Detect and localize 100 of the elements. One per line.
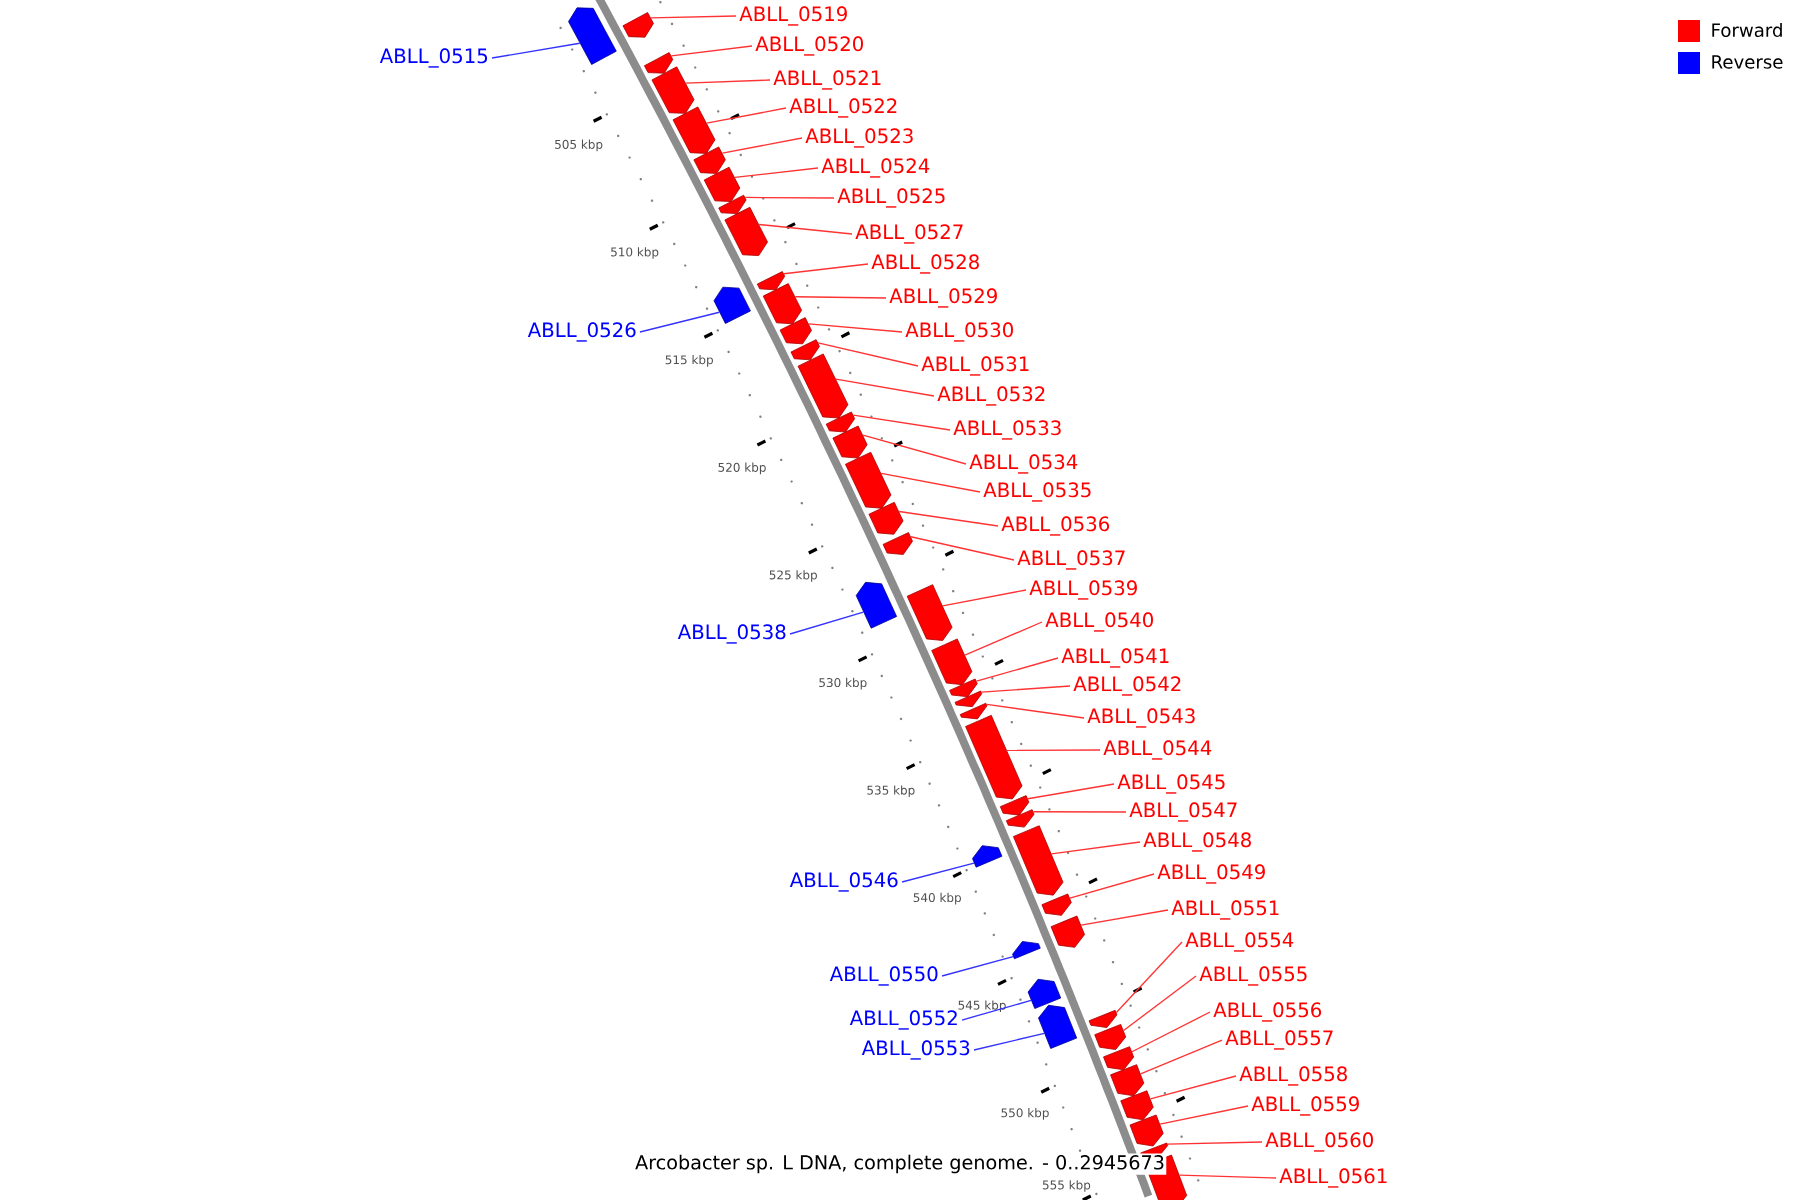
gene-label: ABLL_0531 <box>921 356 1029 376</box>
leader-line <box>808 323 903 333</box>
gene-block <box>906 584 953 641</box>
leader-line <box>817 342 919 367</box>
gene-label: ABLL_0541 <box>1061 648 1169 668</box>
leader-line <box>1159 1105 1249 1125</box>
leader-line <box>1167 1141 1263 1145</box>
gene-block <box>756 271 786 291</box>
gene-block <box>954 690 983 708</box>
gene-label: ABLL_0550 <box>829 966 938 986</box>
gene-block <box>797 353 849 419</box>
gene-label: ABLL_0519 <box>739 6 847 26</box>
gene-block <box>693 146 726 174</box>
gene-label: ABLL_0526 <box>527 322 636 342</box>
leader-line <box>1131 1011 1211 1053</box>
leader-line <box>973 1032 1045 1051</box>
leader-line <box>1080 909 1169 926</box>
gene-label: ABLL_0548 <box>1143 832 1251 852</box>
gene-block <box>845 451 892 509</box>
gene-block <box>959 702 988 720</box>
gene-label: ABLL_0557 <box>1225 1030 1333 1050</box>
leader-line <box>835 378 935 397</box>
leader-line <box>986 703 1085 719</box>
gene-label: ABLL_0535 <box>983 482 1091 502</box>
leader-line <box>910 536 1015 561</box>
gene-block <box>1103 1046 1135 1071</box>
leader-line <box>975 657 1059 682</box>
legend-label: Forward <box>1712 22 1782 37</box>
leader-line <box>880 472 981 493</box>
leader-line <box>650 15 737 19</box>
gene-block <box>882 532 913 555</box>
gene-block <box>672 106 716 154</box>
gene-label: ABLL_0520 <box>755 36 863 56</box>
gene-block <box>972 845 1003 868</box>
leader-line <box>961 999 1032 1021</box>
leader-line <box>1050 841 1141 855</box>
leader-line <box>1122 975 1197 1032</box>
leader-line <box>862 434 967 465</box>
gene-label: ABLL_0525 <box>837 188 945 208</box>
leader-line <box>706 107 787 124</box>
gene-block <box>724 206 768 256</box>
gene-label: ABLL_0546 <box>789 872 898 892</box>
gene-block <box>949 678 978 698</box>
gene-block <box>1005 809 1035 828</box>
legend-label: Reverse <box>1712 55 1783 69</box>
gene-label: ABLL_0524 <box>821 158 930 178</box>
leader-line <box>1149 1075 1237 1100</box>
leader-line <box>1178 1174 1277 1179</box>
gene-block <box>999 795 1030 816</box>
gene-block <box>1012 941 1041 960</box>
leader-line <box>852 414 951 431</box>
gene-label: ABLL_0542 <box>1073 676 1181 696</box>
gene-block <box>855 581 897 629</box>
leader-line <box>734 167 819 179</box>
gene-label: ABLL_0552 <box>849 1010 957 1030</box>
gene-label: ABLL_0551 <box>1171 900 1279 920</box>
gene-block <box>931 638 973 686</box>
gene-block <box>713 286 751 324</box>
caption: Arcobacter sp. L DNA, complete genome. - 0..2945673 <box>633 1153 1167 1175</box>
leader-line <box>1139 1039 1223 1075</box>
gene-block <box>651 66 695 114</box>
leader-line <box>685 79 771 84</box>
gene-block <box>1088 1009 1118 1028</box>
gene-block <box>1041 893 1072 916</box>
leader-line <box>1006 749 1101 752</box>
gene-block <box>965 714 1023 800</box>
gene-label: ABLL_0554 <box>1185 932 1294 952</box>
gene-label: ABLL_0528 <box>871 254 979 274</box>
gene-label: ABLL_0545 <box>1117 774 1225 794</box>
gene-label: ABLL_0555 <box>1199 966 1307 986</box>
leader-line <box>1027 783 1115 800</box>
gene-label: ABLL_0549 <box>1157 864 1265 884</box>
gene-label: ABLL_0537 <box>1017 550 1125 570</box>
gene-block <box>762 283 802 325</box>
leader-line <box>941 956 1014 977</box>
gene-block <box>1050 915 1085 948</box>
gene-label: ABLL_0536 <box>1001 516 1110 536</box>
gene-block <box>1120 1090 1154 1121</box>
leader-line <box>1115 941 1183 1014</box>
gene-block <box>779 317 812 345</box>
leader-line <box>639 311 720 333</box>
leader-line <box>1032 811 1127 813</box>
leader-line <box>744 196 835 199</box>
gene-label: ABLL_0543 <box>1087 708 1195 728</box>
gene-block <box>868 501 904 535</box>
gene-label: ABLL_0523 <box>805 128 913 148</box>
leader-line <box>980 685 1071 693</box>
leader-line <box>783 263 869 275</box>
gene-label: ABLL_0540 <box>1045 612 1153 632</box>
leader-line <box>721 137 803 154</box>
gene-label: ABLL_0522 <box>789 98 897 118</box>
gene-block <box>832 425 868 459</box>
gene-block <box>703 166 741 202</box>
gene-label: ABLL_0547 <box>1129 802 1237 822</box>
gene-label: ABLL_0539 <box>1029 580 1137 600</box>
gene-block <box>1094 1024 1127 1050</box>
leader-line <box>942 589 1027 607</box>
leader-line <box>898 510 999 527</box>
gene-label: ABLL_0527 <box>855 224 963 244</box>
gene-label: ABLL_0534 <box>969 454 1078 474</box>
